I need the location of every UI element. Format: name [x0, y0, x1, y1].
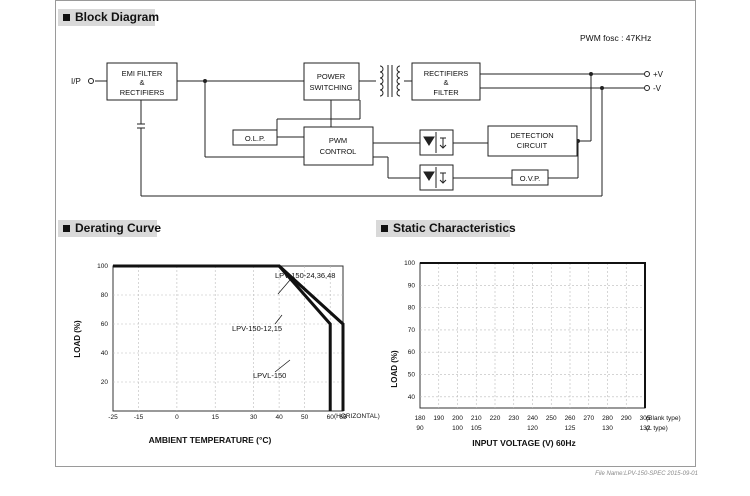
derating-y-tick: 40: [101, 350, 109, 357]
detection-circuit-block: [487, 125, 578, 157]
emi-line-2: &: [139, 78, 144, 87]
static-x-tick-l: 120: [527, 425, 538, 432]
detection-line-1: DETECTION: [510, 131, 553, 140]
derating-x-tick: 65: [339, 414, 347, 421]
rectifiers-filter-block: [411, 62, 481, 101]
ovp-label: O.V.P.: [520, 174, 540, 183]
pwm-control-line-1: PWM: [329, 136, 347, 145]
derating-x-tick: 0: [175, 414, 179, 421]
static-x-tick-blank: 190: [433, 415, 444, 422]
static-y-tick: 90: [408, 282, 416, 289]
static-x-tick-blank: 230: [508, 415, 519, 422]
series-label-lpv-12-15: LPV-150-12,15: [232, 324, 282, 333]
derating-xlabel: AMBIENT TEMPERATURE (°C): [149, 435, 272, 445]
derating-y-tick: 60: [101, 321, 109, 328]
leader-line-3: [274, 359, 291, 373]
series-label-lpvl-150: LPVL-150: [253, 371, 286, 380]
ovp-block: [511, 169, 549, 186]
output-plus-label: +V: [653, 70, 664, 79]
section-title-derating-curve: Derating Curve: [58, 220, 161, 237]
static-x-tick-blank: 210: [471, 415, 482, 422]
static-x-note-blank: (Blank type): [646, 415, 681, 422]
static-ylabel: LOAD (%): [390, 350, 399, 388]
power-switching-block: [303, 62, 360, 101]
static-x-note-l: (L type): [646, 425, 668, 432]
derating-x-tick: 30: [250, 414, 258, 421]
derating-x-tick: -25: [108, 414, 118, 421]
derating-ylabel: LOAD (%): [73, 320, 82, 358]
static-y-tick: 50: [408, 372, 416, 379]
section-title-static-characteristics: Static Characteristics: [376, 220, 516, 237]
static-x-tick-blank: 250: [546, 415, 557, 422]
section-title-block-diagram: Block Diagram: [58, 9, 159, 26]
static-x-tick-blank: 270: [583, 415, 594, 422]
static-x-tick-l: 132: [640, 425, 651, 432]
static-x-tick-blank: 200: [452, 415, 463, 422]
static-x-tick-l: 125: [565, 425, 576, 432]
static-x-tick-blank: 260: [565, 415, 576, 422]
derating-x-tick: 50: [301, 414, 309, 421]
rectifiers-line-1: RECTIFIERS: [424, 69, 469, 78]
static-series-line-1: [420, 262, 646, 408]
derating-x-tick: 40: [275, 414, 283, 421]
bullet-square-icon: [63, 14, 70, 21]
static-y-tick: 40: [408, 394, 416, 401]
static-y-tick: 80: [408, 305, 416, 312]
file-name-footer: File Name:LPV-150-SPEC 2015-09-01: [595, 471, 698, 477]
emi-filter-block: [106, 62, 178, 101]
emi-line-1: EMI FILTER: [122, 69, 163, 78]
leader-line-2: [274, 314, 283, 325]
static-y-tick: 100: [404, 260, 415, 267]
derating-y-tick: 100: [97, 263, 108, 270]
derating-x-tick: 60: [327, 414, 335, 421]
static-x-tick-blank: 305: [640, 415, 651, 422]
output-minus-terminal: [644, 85, 650, 91]
static-x-tick-blank: 180: [415, 415, 426, 422]
series-label-lpv-24-36-48: LPV-150-24,36,48: [275, 271, 335, 280]
olp-block: [232, 129, 278, 146]
block-diagram-title: Block Diagram: [75, 10, 160, 24]
pwm-frequency-note: PWM fosc : 47KHz: [580, 33, 651, 43]
static-x-tick-l: 100: [452, 425, 463, 432]
power-switching-line-1: POWER: [317, 72, 346, 81]
bullet-square-icon: [63, 225, 70, 232]
olp-label: O.L.P.: [245, 134, 265, 143]
rectifiers-line-3: FILTER: [433, 88, 459, 97]
rectifiers-line-2: &: [443, 78, 448, 87]
emi-line-3: RECTIFIERS: [120, 88, 165, 97]
input-label: I/P: [71, 77, 81, 86]
output-plus-terminal: [644, 71, 650, 77]
pwm-control-line-2: CONTROL: [320, 147, 357, 156]
derating-x-note: (HORIZONTAL): [334, 413, 380, 420]
output-minus-label: -V: [653, 84, 662, 93]
static-x-tick-l: 130: [602, 425, 613, 432]
static-xlabel: INPUT VOLTAGE (V) 60Hz: [472, 438, 576, 448]
derating-series-line-3: [113, 264, 332, 411]
static-x-tick-blank: 220: [490, 415, 501, 422]
transformer-icon: [379, 65, 401, 97]
derating-x-tick: 15: [212, 414, 220, 421]
input-terminal: [88, 78, 94, 84]
power-switching-line-2: SWITCHING: [310, 83, 353, 92]
derating-curve-title: Derating Curve: [75, 221, 162, 235]
derating-y-tick: 20: [101, 379, 109, 386]
static-x-tick-blank: 240: [527, 415, 538, 422]
derating-x-tick: -15: [134, 414, 144, 421]
static-y-tick: 60: [408, 349, 416, 356]
leader-line-1: [277, 279, 291, 295]
bullet-square-icon: [381, 225, 388, 232]
static-x-tick-blank: 290: [621, 415, 632, 422]
static-x-tick-l: 105: [471, 425, 482, 432]
static-x-tick-l: 90: [416, 425, 424, 432]
derating-y-tick: 80: [101, 292, 109, 299]
static-characteristics-title: Static Characteristics: [393, 221, 516, 235]
static-x-tick-blank: 280: [602, 415, 613, 422]
pwm-control-block: [303, 126, 374, 166]
detection-line-2: CIRCUIT: [517, 141, 548, 150]
static-y-tick: 70: [408, 327, 416, 334]
